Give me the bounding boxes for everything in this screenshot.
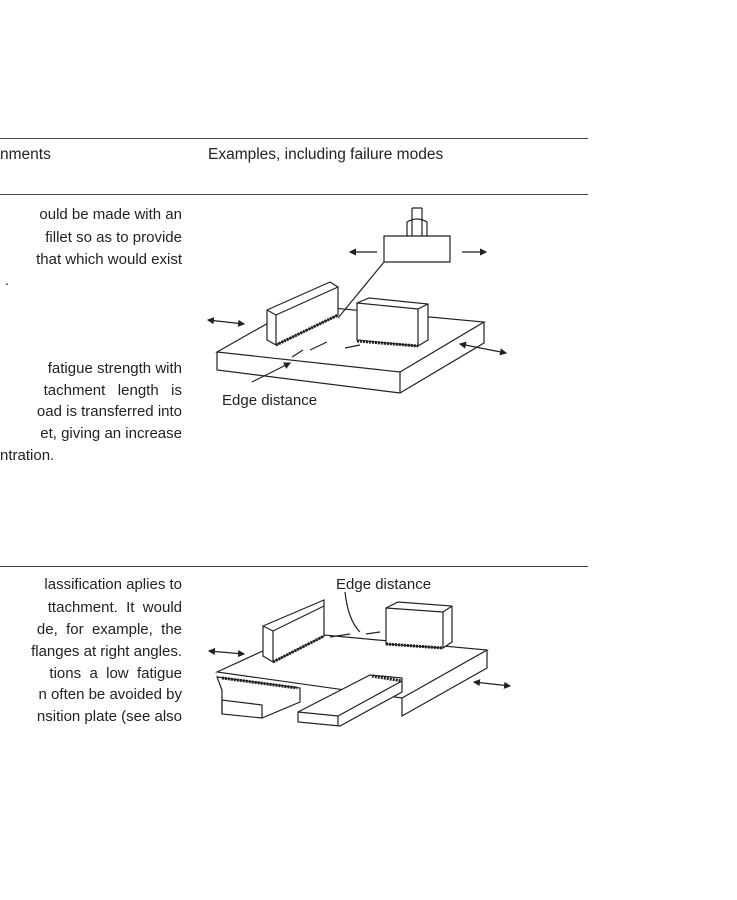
comment-line: n often be avoided by [38, 686, 182, 703]
header-bottom-rule [0, 194, 588, 195]
comment-line: tachment length is [43, 382, 182, 399]
examples-column-header: Examples, including failure modes [208, 146, 444, 163]
comment-line: oad is transferred into [36, 403, 182, 420]
comment-line: nsition plate (see also [36, 708, 182, 725]
comment-line: et, giving an increase [40, 425, 182, 442]
edge-distance-label-2: Edge distance [336, 576, 432, 593]
comment-line: . [4, 272, 9, 289]
comment-line: ttachment. It would [47, 599, 182, 616]
edge-distance-label: Edge distance [222, 392, 318, 409]
figure-1-plate-with-attachments [206, 207, 508, 394]
comment-line: fillet so as to provide [45, 229, 182, 246]
comment-line: flanges at right angles. [31, 643, 182, 660]
comment-line: ould be made with an [39, 206, 182, 223]
comment-line: tions a low fatigue [49, 665, 182, 682]
comment-line: de, for example, the [36, 621, 182, 638]
comment-line: lassification aplies to [44, 576, 182, 593]
figure-2-cruciform-with-transition [207, 591, 512, 727]
row-divider-rule [0, 566, 588, 567]
comments-column-header: nments [0, 146, 51, 163]
comment-line: fatigue strength with [47, 360, 182, 377]
comment-line: that which would exist [36, 251, 182, 268]
comment-line: ntration. [0, 447, 55, 464]
table-top-rule [0, 138, 588, 139]
